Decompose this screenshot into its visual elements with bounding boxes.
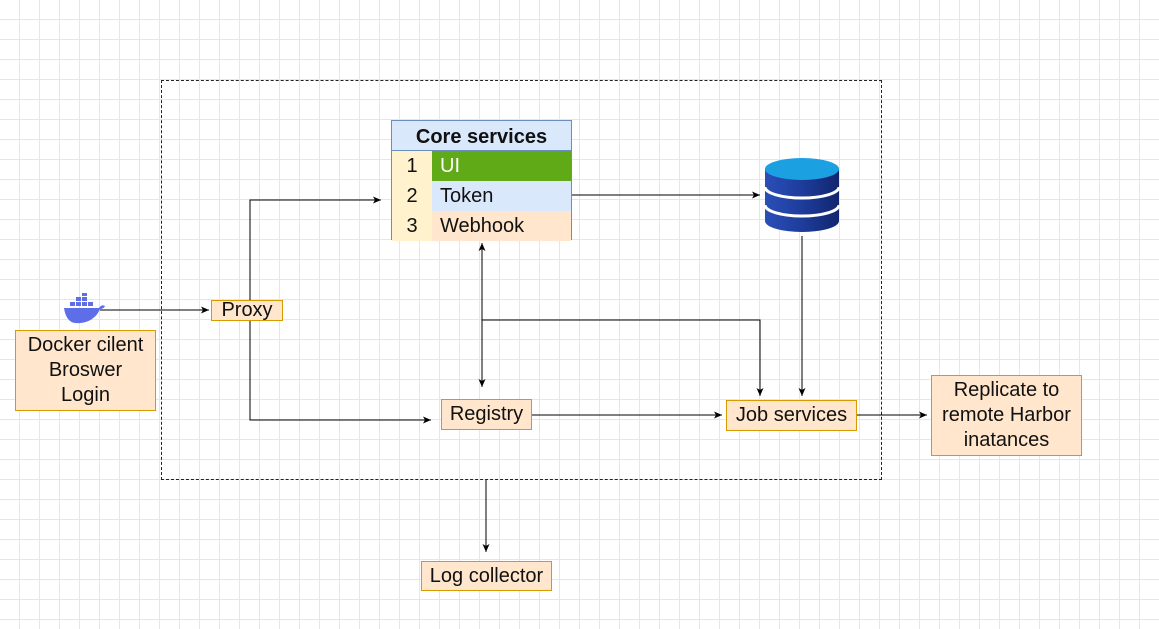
registry-node: Registry [441, 399, 532, 430]
edge-core-jobs [482, 319, 764, 396]
core-row-label: UI [432, 151, 571, 181]
core-row-ui: 1 UI [392, 151, 571, 181]
core-services-table: Core services 1 UI 2 Token 3 Webhook [391, 120, 572, 241]
edge-proxy-core [249, 196, 381, 300]
core-row-number: 2 [392, 181, 432, 211]
proxy-label: Proxy [221, 299, 273, 321]
client-line: Login [61, 384, 110, 406]
log-collector-label: Log collector [429, 564, 544, 587]
core-row-number: 1 [392, 151, 432, 181]
core-row-number: 3 [392, 211, 432, 241]
replicate-node: Replicate to remote Harbor inatances [931, 375, 1082, 456]
log-collector-node: Log collector [421, 561, 552, 591]
registry-label: Registry [449, 403, 524, 425]
core-row-webhook: 3 Webhook [392, 211, 571, 241]
proxy-node: Proxy [211, 299, 283, 321]
harbor-boundary [161, 80, 882, 480]
core-row-token: 2 Token [392, 181, 571, 211]
core-row-label: Webhook [432, 211, 571, 241]
core-row-label: Token [432, 181, 571, 211]
job-services-node: Job services [726, 400, 857, 431]
replicate-line: Replicate to [953, 379, 1060, 401]
replicate-line: inatances [963, 429, 1050, 451]
edge-proxy-registry [249, 321, 431, 424]
client-line: Docker cilent [27, 334, 144, 356]
client-line: Broswer [48, 359, 123, 381]
docker-whale-icon [64, 293, 105, 324]
database-icon [763, 158, 841, 232]
job-services-label: Job services [735, 404, 848, 426]
replicate-line: remote Harbor [942, 404, 1071, 426]
client-node: Docker cilent Broswer Login [15, 330, 156, 411]
core-services-title: Core services [392, 121, 571, 151]
